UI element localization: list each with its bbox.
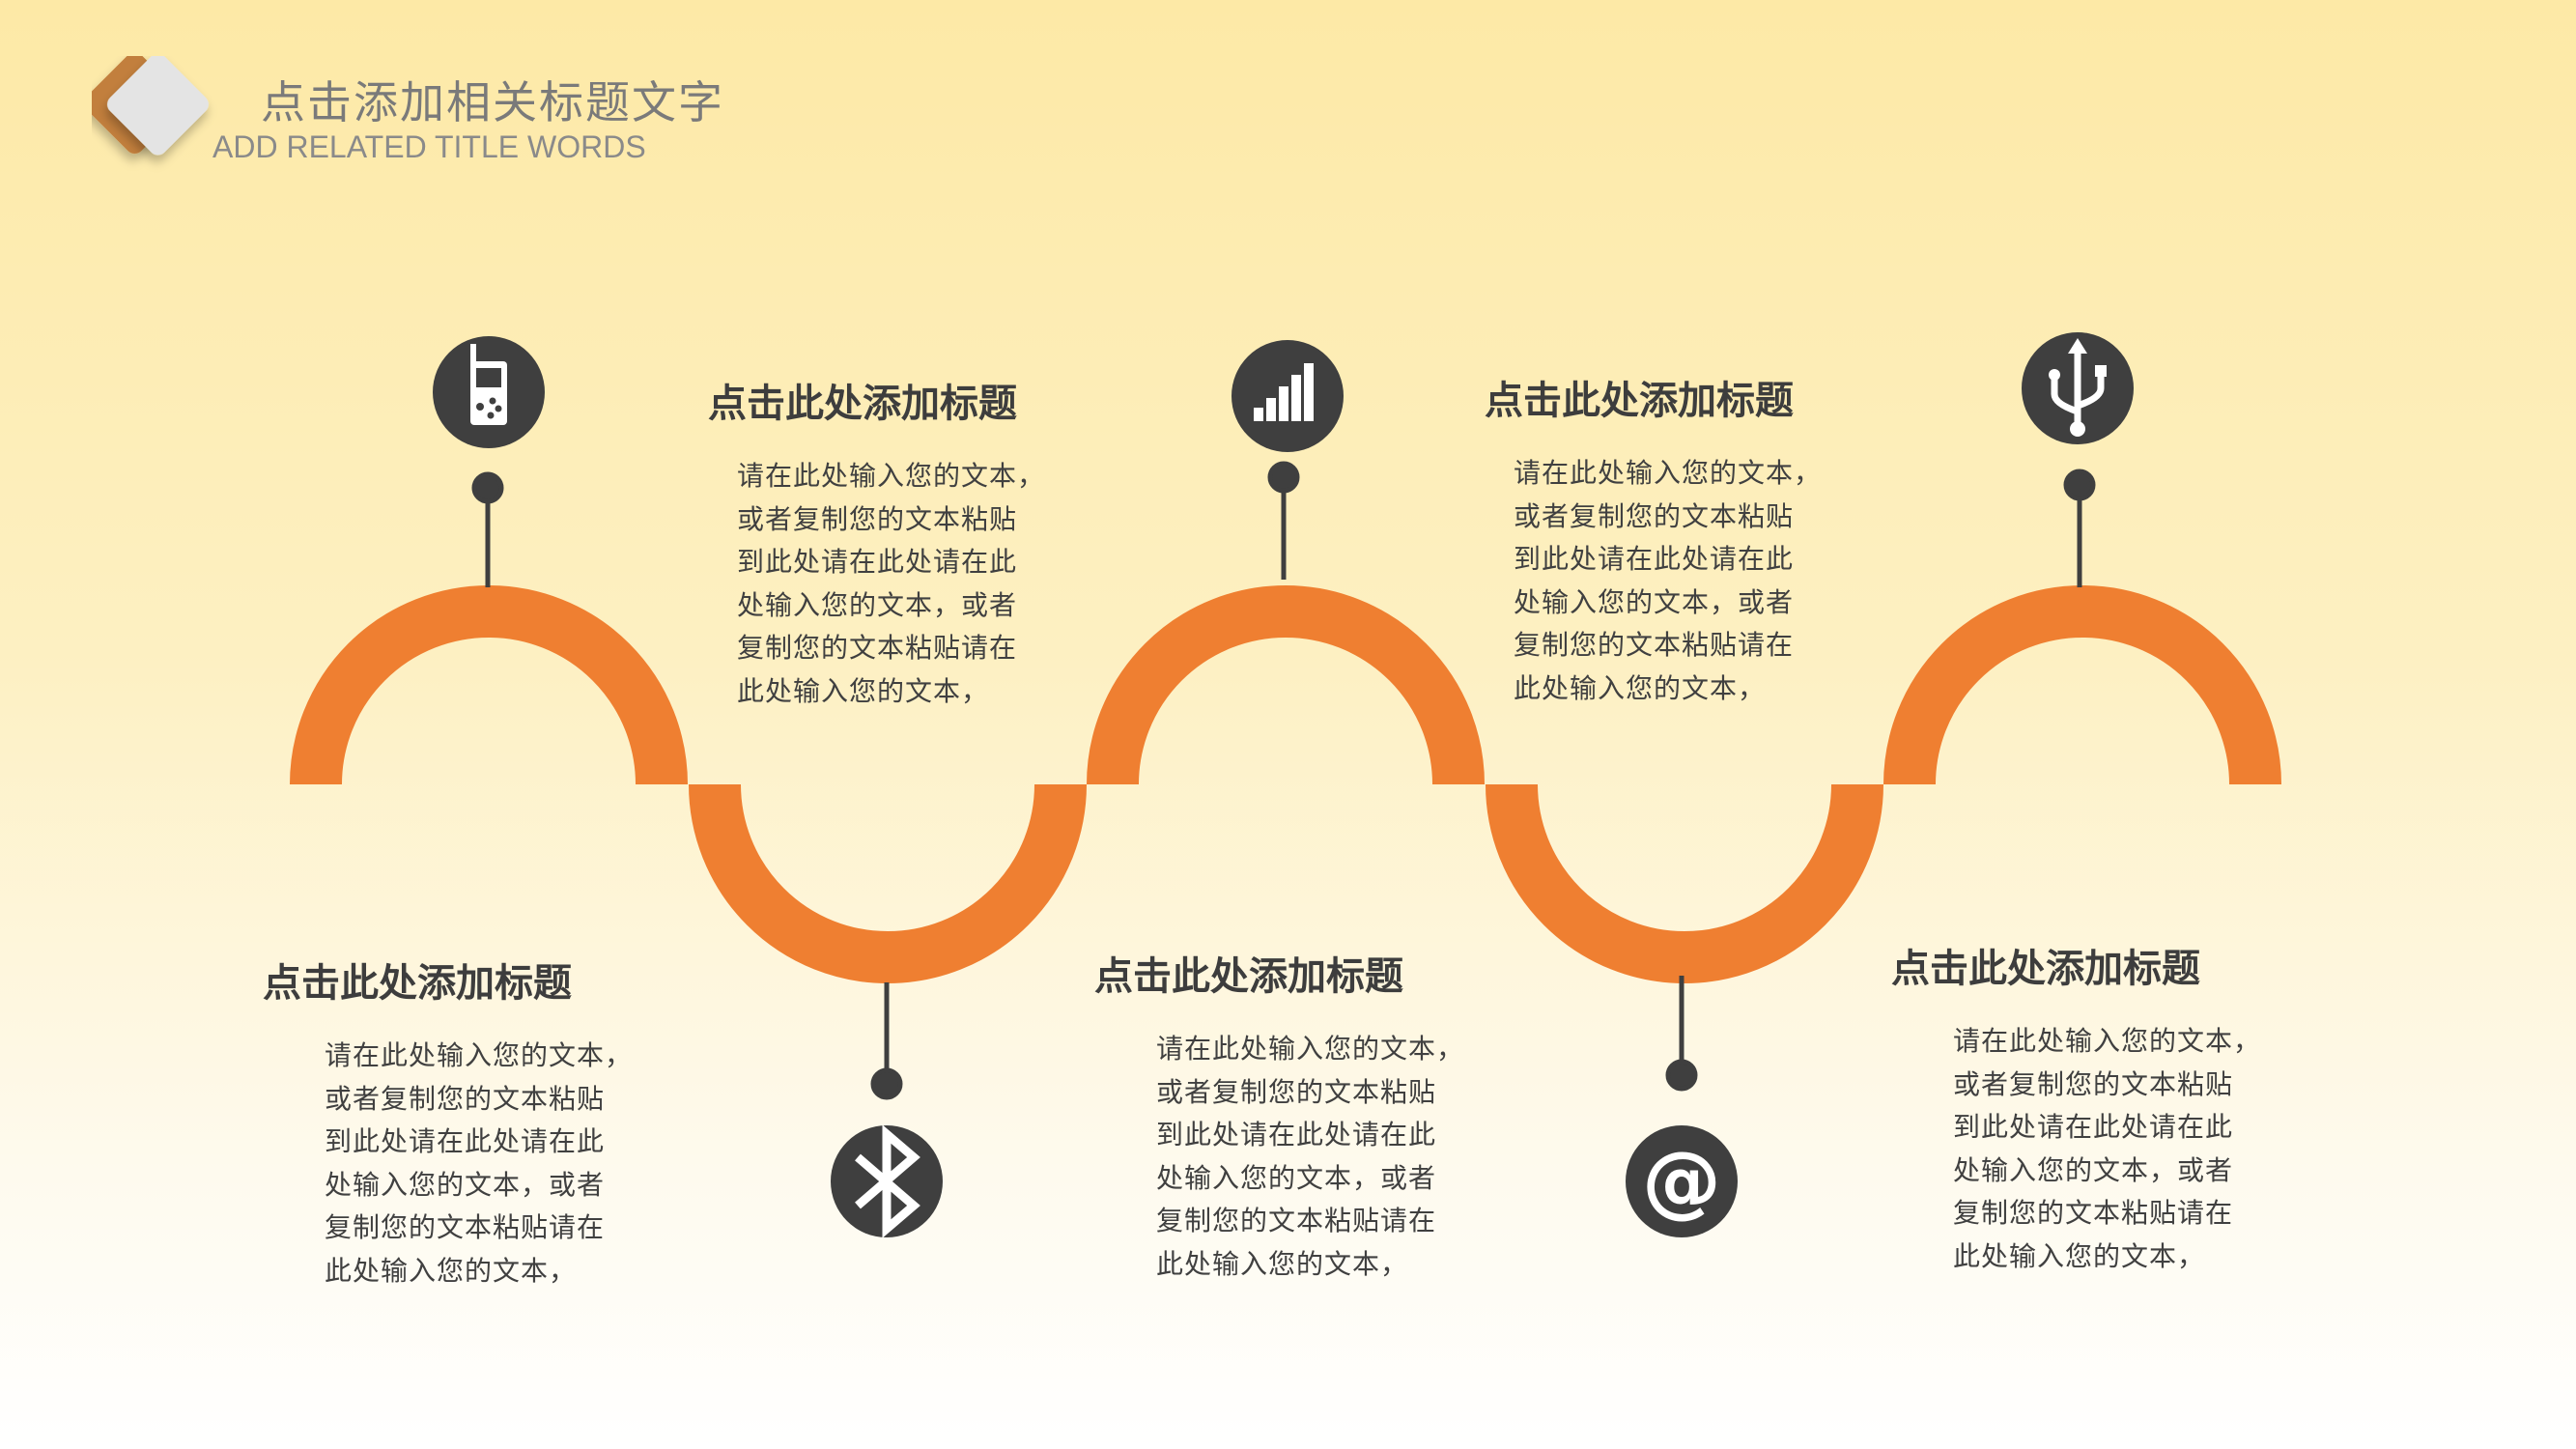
step-body: 请在此处输入您的文本， 或者复制您的文本粘贴 到此处请在此处请在此 处输入您的文… [737, 460, 1046, 707]
arc-up-1 [290, 585, 688, 785]
connector-pin-1 [471, 471, 504, 587]
step-body: 请在此处输入您的文本， 或者复制您的文本粘贴 到此处请在此处请在此 处输入您的文… [325, 1039, 634, 1287]
wave-path [290, 585, 2281, 983]
step-title: 点击此处添加标题 [1485, 379, 1794, 423]
usb-icon [2022, 332, 2134, 444]
slide-subtitle: ADD RELATED TITLE WORDS [212, 129, 646, 164]
step-title: 点击此处添加标题 [708, 382, 1017, 426]
slide-title: 点击添加相关标题文字 [261, 76, 724, 128]
step-title: 点击此处添加标题 [1891, 947, 2200, 991]
step-title: 点击此处添加标题 [1094, 954, 1403, 999]
step-body: 请在此处输入您的文本， 或者复制您的文本粘贴 到此处请在此处请在此 处输入您的文… [1514, 457, 1823, 704]
step-block-3: 点击此处添加标题 请在此处输入您的文本， 或者复制您的文本粘贴 到此处请在此处请… [1094, 945, 1500, 1286]
step-block-2: 点击此处添加标题 请在此处输入您的文本， 或者复制您的文本粘贴 到此处请在此处请… [708, 372, 1114, 713]
at-sign-icon: @ [1626, 1125, 1738, 1237]
connector-pin-3 [1267, 461, 1300, 580]
step-block-1: 点击此处添加标题 请在此处输入您的文本， 或者复制您的文本粘贴 到此处请在此处请… [263, 952, 668, 1293]
step-body: 请在此处输入您的文本， 或者复制您的文本粘贴 到此处请在此处请在此 处输入您的文… [1156, 1033, 1465, 1280]
slide-header: 点击添加相关标题文字 ADD RELATED TITLE WORDS [0, 0, 869, 193]
connector-pin-2 [870, 982, 903, 1100]
svg-text:@: @ [1642, 1135, 1721, 1227]
step-body: 请在此处输入您的文本， 或者复制您的文本粘贴 到此处请在此处请在此 处输入您的文… [1953, 1025, 2262, 1272]
diamond-logo-icon [92, 56, 209, 156]
step-block-5: 点击此处添加标题 请在此处输入您的文本， 或者复制您的文本粘贴 到此处请在此处请… [1891, 937, 2297, 1278]
step-title: 点击此处添加标题 [263, 961, 572, 1006]
bluetooth-icon [831, 1124, 943, 1238]
arc-down-2 [1486, 783, 1883, 983]
arc-up-2 [1087, 585, 1485, 785]
step-block-4: 点击此处添加标题 请在此处输入您的文本， 或者复制您的文本粘贴 到此处请在此处请… [1485, 369, 1890, 710]
walkie-talkie-icon [433, 336, 545, 448]
connector-pin-4 [1665, 976, 1698, 1092]
signal-bars-icon [1231, 340, 1344, 452]
arc-up-3 [1883, 585, 2281, 785]
connector-pin-5 [2063, 469, 2096, 587]
arc-down-1 [689, 783, 1087, 983]
